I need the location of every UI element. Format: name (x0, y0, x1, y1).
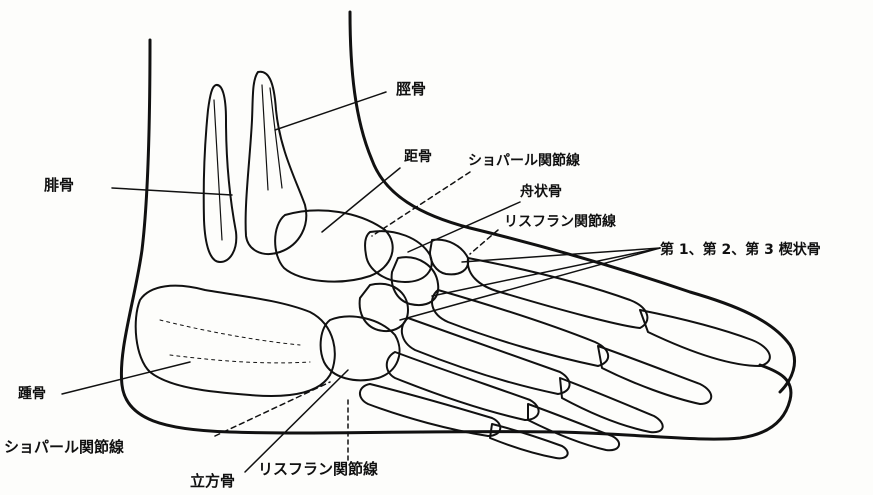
label-lisfranc-top: リスフラン関節線 (504, 215, 616, 229)
label-calcaneus: 踵骨 (18, 387, 46, 401)
cuneiform-bone-3 (360, 284, 408, 331)
calcaneus-bone (136, 286, 335, 396)
label-fibula: 腓骨 (44, 178, 74, 193)
label-chopart-bottom: ショパール関節線 (4, 440, 124, 455)
label-navicular: 舟状骨 (520, 185, 562, 199)
toe-2 (598, 346, 711, 404)
tibia-bone (246, 72, 307, 254)
label-talus-top: 距骨 (404, 150, 432, 164)
toe-3 (560, 378, 663, 432)
leader-chopart-bottom (215, 382, 330, 436)
leg-outline-front (350, 12, 795, 392)
leader-chopart-top (372, 172, 470, 236)
label-cuneiforms: 第 1、第 2、第 3 楔状骨 (660, 243, 821, 257)
leader-calcaneus (62, 362, 190, 394)
metatarsal-3 (402, 318, 570, 394)
leader-talus-top (322, 168, 400, 232)
cuneiform-bone-1 (430, 240, 468, 275)
fibula-bone (204, 85, 237, 262)
label-chopart-top: ショパール関節線 (468, 154, 580, 168)
label-lisfranc-bottom: リスフラン関節線 (258, 462, 378, 477)
toe-1 (640, 310, 770, 366)
label-tibia: 脛骨 (396, 82, 426, 97)
toe-4 (528, 404, 619, 450)
metatarsal-2 (432, 290, 608, 366)
leader-lisfranc-top (470, 230, 498, 254)
leader-fibula (112, 188, 232, 195)
leader-tibia (275, 92, 386, 130)
toe-5 (490, 424, 568, 458)
leader-cuboid (245, 370, 348, 472)
label-cuboid: 立方骨 (190, 474, 235, 489)
